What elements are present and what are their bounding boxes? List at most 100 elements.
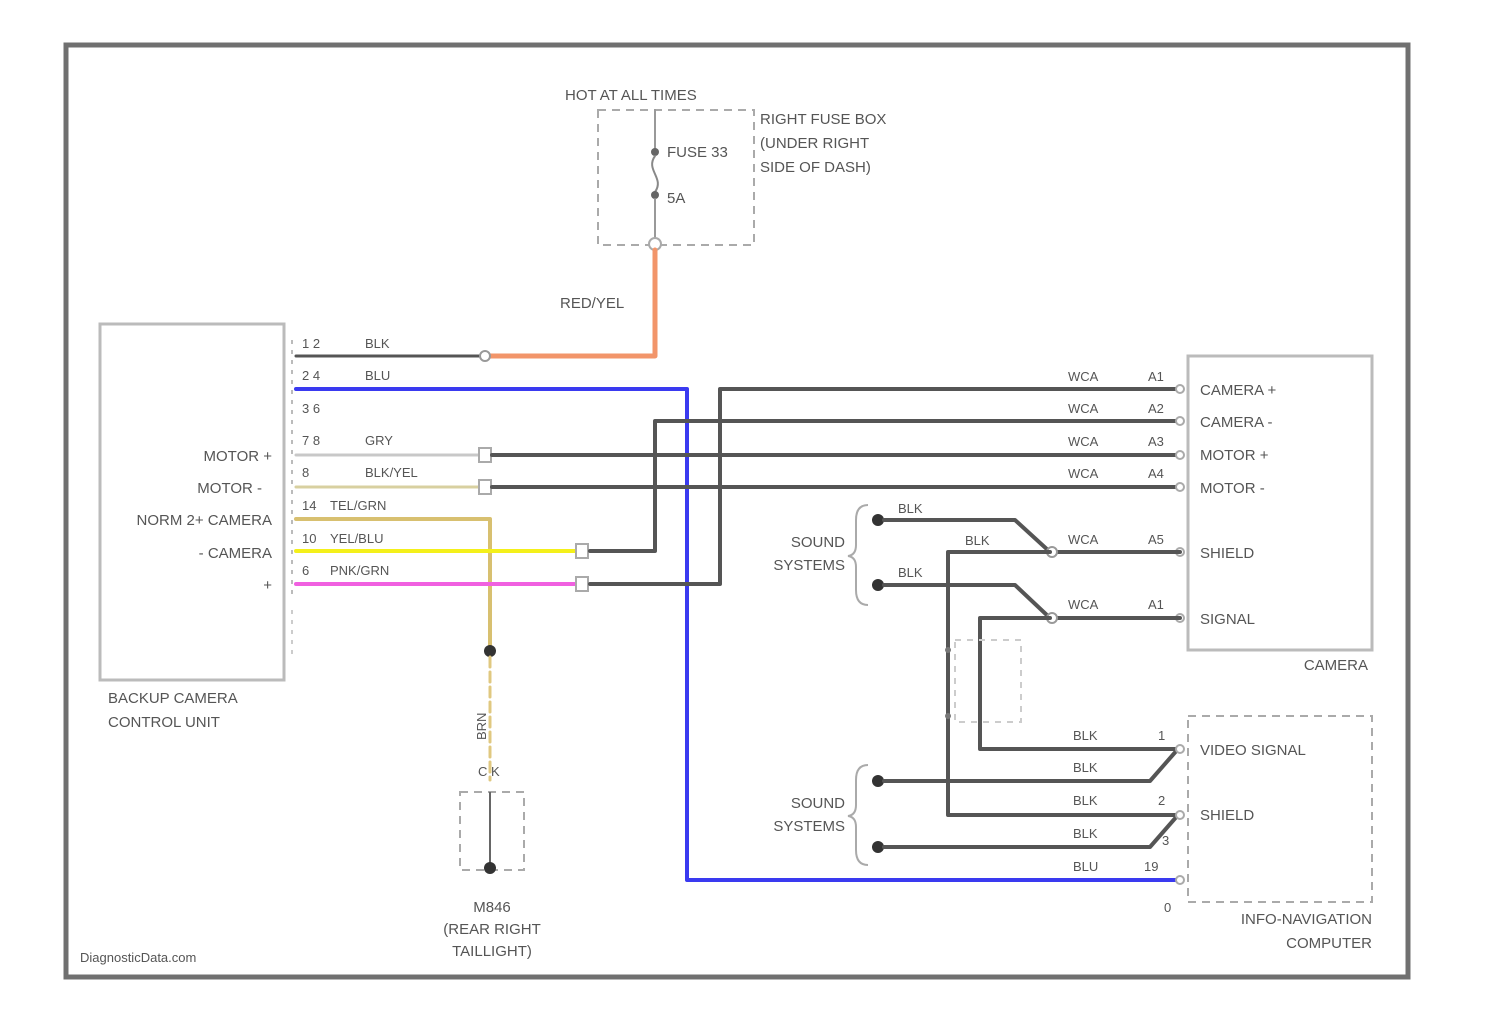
fuse-amperage: 5A bbox=[667, 190, 685, 207]
cu-pin-6: 14 bbox=[302, 498, 316, 513]
ground-name-3: TAILLIGHT) bbox=[452, 943, 532, 960]
cam-wire-2: WCA bbox=[1068, 401, 1099, 416]
camera-name: CAMERA bbox=[1304, 657, 1368, 674]
cu-pin-1-wire: BLK bbox=[365, 336, 390, 351]
sound-upper-brace bbox=[848, 505, 868, 605]
ground-splice-top bbox=[484, 645, 496, 657]
cu-pin-6-wire: TEL/GRN bbox=[330, 498, 386, 513]
computer-name-1: INFO-NAVIGATION bbox=[1241, 911, 1372, 928]
hot-at-all-times-label: HOT AT ALL TIMES bbox=[565, 87, 697, 104]
cu-pin-4: 7 8 bbox=[302, 433, 320, 448]
comp-wire-1: BLK bbox=[1073, 728, 1098, 743]
computer-ground-pin: 0 bbox=[1164, 900, 1171, 915]
ground-name-2: (REAR RIGHT bbox=[443, 921, 541, 938]
comp-label-3: SHIELD bbox=[1200, 807, 1254, 824]
fuse-box-label-3: SIDE OF DASH) bbox=[760, 159, 871, 176]
comp-wire-4: BLK bbox=[1073, 826, 1098, 841]
control-unit-box bbox=[100, 324, 284, 680]
inline-connector-blk-yel bbox=[479, 480, 491, 494]
wire-sound-upper-2 bbox=[884, 585, 1180, 618]
cu-label-motor-plus: MOTOR + bbox=[204, 448, 273, 465]
sound-upper-label-1: SOUND bbox=[791, 534, 845, 551]
cam-wire-5: WCA bbox=[1068, 532, 1099, 547]
fuse-box-label-2: (UNDER RIGHT bbox=[760, 135, 869, 152]
sound-upper-label-2: SYSTEMS bbox=[773, 557, 845, 574]
wire-sound-lower-1 bbox=[884, 749, 1178, 781]
inline-connector-yel bbox=[576, 544, 588, 558]
ground-wire-label: BRN bbox=[474, 713, 489, 740]
fuse-box-outline bbox=[598, 110, 754, 245]
computer-connector bbox=[1176, 745, 1184, 884]
comp-pin-3: 2 bbox=[1158, 793, 1165, 808]
ground-name-1: M846 bbox=[473, 899, 511, 916]
cam-pin-6: A1 bbox=[1148, 597, 1164, 612]
fuse-icon bbox=[652, 156, 658, 192]
wire-sound-lower-2 bbox=[884, 815, 1178, 847]
cam-wire-6: WCA bbox=[1068, 597, 1099, 612]
cu-pin-4-wire: GRY bbox=[365, 433, 393, 448]
sound-lower-label-1: SOUND bbox=[791, 795, 845, 812]
cu-label-motor-minus: MOTOR - bbox=[197, 480, 262, 497]
cu-pin-2-wire: BLU bbox=[365, 368, 390, 383]
camera-box bbox=[1188, 356, 1372, 650]
control-unit-name-2: CONTROL UNIT bbox=[108, 714, 220, 731]
watermark: DiagnosticData.com bbox=[80, 950, 196, 965]
computer-name-2: COMPUTER bbox=[1286, 935, 1372, 952]
fuse-terminal-bottom bbox=[651, 191, 659, 199]
cu-pin-8-wire: PNK/GRN bbox=[330, 563, 389, 578]
cu-pin-7-wire: YEL/BLU bbox=[330, 531, 383, 546]
cam-pin-3: A3 bbox=[1148, 434, 1164, 449]
cam-wire-3: WCA bbox=[1068, 434, 1099, 449]
cam-label-5: SHIELD bbox=[1200, 545, 1254, 562]
comp-pin-4: 3 bbox=[1162, 833, 1169, 848]
cu-pin-3: 3 6 bbox=[302, 401, 320, 416]
cu-pin-5-wire: BLK/YEL bbox=[365, 465, 418, 480]
camera-connector bbox=[1176, 385, 1184, 622]
cam-pin-4: A4 bbox=[1148, 466, 1164, 481]
sound-lower-brace bbox=[848, 765, 868, 865]
comp-wire-5: BLU bbox=[1073, 859, 1098, 874]
cam-wire-4: WCA bbox=[1068, 466, 1099, 481]
inline-connector-pnk bbox=[576, 577, 588, 591]
cu-pin-8: 6 bbox=[302, 563, 309, 578]
cam-label-3: MOTOR + bbox=[1200, 447, 1269, 464]
comp-wire-2: BLK bbox=[1073, 760, 1098, 775]
inline-connector-gry bbox=[479, 448, 491, 462]
comp-pin-5: 19 bbox=[1144, 859, 1158, 874]
sound-upper-wire-1: BLK bbox=[898, 501, 923, 516]
comp-wire-3: BLK bbox=[1073, 793, 1098, 808]
ground-box bbox=[460, 792, 524, 870]
cam-label-4: MOTOR - bbox=[1200, 480, 1265, 497]
cu-label-camera-minus: - CAMERA bbox=[199, 545, 272, 562]
cu-pin-1: 1 2 bbox=[302, 336, 320, 351]
sound-lower-label-2: SYSTEMS bbox=[773, 818, 845, 835]
cam-pin-5: A5 bbox=[1148, 532, 1164, 547]
cam-label-1: CAMERA + bbox=[1200, 382, 1277, 399]
cu-label-plus: + bbox=[263, 577, 272, 594]
ground-connector-label: C K bbox=[478, 764, 500, 779]
cam-wire-1: WCA bbox=[1068, 369, 1099, 384]
feed-wire-label: RED/YEL bbox=[560, 295, 624, 312]
cam-pin-2: A2 bbox=[1148, 401, 1164, 416]
comp-label-1: VIDEO SIGNAL bbox=[1200, 742, 1306, 759]
cu-pin-5: 8 bbox=[302, 465, 309, 480]
cu-label-camera-plus: NORM 2+ CAMERA bbox=[137, 512, 272, 529]
cam-label-6: SIGNAL bbox=[1200, 611, 1255, 628]
splice-connector-1 bbox=[480, 351, 490, 361]
control-unit-name-1: BACKUP CAMERA bbox=[108, 690, 238, 707]
cu-pin-2: 2 4 bbox=[302, 368, 320, 383]
sound-upper-wire-2: BLK bbox=[965, 533, 990, 548]
comp-pin-1: 1 bbox=[1158, 728, 1165, 743]
cam-label-2: CAMERA - bbox=[1200, 414, 1273, 431]
sound-upper-wire-3: BLK bbox=[898, 565, 923, 580]
fuse-label: FUSE 33 bbox=[667, 144, 728, 161]
cu-pin-7: 10 bbox=[302, 531, 316, 546]
wire-blu bbox=[296, 389, 1178, 880]
cam-pin-1: A1 bbox=[1148, 369, 1164, 384]
fuse-box-label-1: RIGHT FUSE BOX bbox=[760, 111, 886, 128]
ground-icon bbox=[484, 862, 496, 874]
wire-sound-upper-1 bbox=[884, 520, 1180, 552]
diagram-frame bbox=[66, 45, 1408, 977]
fuse-terminal-top bbox=[651, 148, 659, 156]
